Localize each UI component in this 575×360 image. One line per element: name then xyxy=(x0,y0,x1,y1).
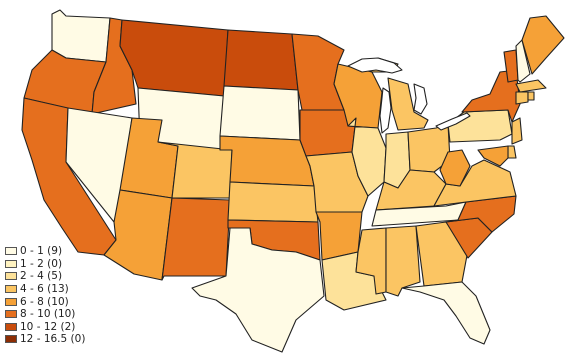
state-mt xyxy=(119,19,229,97)
state-il xyxy=(347,117,387,197)
legend-label: 8 - 10 (10) xyxy=(20,308,76,321)
state-shapes xyxy=(21,9,565,353)
state-ga xyxy=(415,221,469,287)
state-nm xyxy=(161,197,231,281)
state-ct xyxy=(515,91,529,105)
lake-michigan xyxy=(379,87,392,134)
lake-erie xyxy=(435,112,471,131)
legend-label: 6 - 8 (10) xyxy=(20,295,69,308)
legend-swatch xyxy=(5,310,17,319)
legend-label: 12 - 16.5 (0) xyxy=(20,333,86,346)
legend-row: 6 - 8 (10) xyxy=(5,295,85,308)
legend-label: 0 - 1 (9) xyxy=(20,245,63,258)
state-de xyxy=(507,145,517,159)
lake-superior xyxy=(347,57,403,74)
legend-label: 4 - 6 (13) xyxy=(20,283,69,296)
state-wv xyxy=(439,149,471,187)
state-nj xyxy=(511,117,523,145)
state-sd xyxy=(219,85,301,141)
legend-label: 1 - 2 (0) xyxy=(20,257,63,270)
legend-label: 2 - 4 (5) xyxy=(20,270,63,283)
legend-swatch xyxy=(5,259,17,268)
legend-swatch xyxy=(5,297,17,306)
legend-row: 12 - 16.5 (0) xyxy=(5,333,85,346)
state-al xyxy=(385,225,421,297)
state-nh xyxy=(515,39,531,83)
state-ne xyxy=(219,135,315,187)
legend-row: 0 - 1 (9) xyxy=(5,245,85,258)
state-ma xyxy=(515,79,547,93)
legend-swatch xyxy=(5,247,17,256)
state-tx xyxy=(191,227,325,353)
legend-swatch xyxy=(5,285,17,294)
legend-row: 1 - 2 (0) xyxy=(5,258,85,271)
state-fl xyxy=(401,281,491,345)
legend-swatch xyxy=(5,272,17,281)
state-pa xyxy=(447,109,513,143)
map-legend: 0 - 1 (9)1 - 2 (0)2 - 4 (5)4 - 6 (13)6 -… xyxy=(5,245,85,346)
state-nd xyxy=(223,29,299,91)
lake-huron xyxy=(413,83,428,115)
legend-label: 10 - 12 (2) xyxy=(20,320,76,333)
great-lakes xyxy=(347,57,471,134)
state-me xyxy=(521,15,565,75)
state-md xyxy=(477,145,509,167)
legend-row: 2 - 4 (5) xyxy=(5,270,85,283)
state-ri xyxy=(527,91,535,101)
state-wa xyxy=(51,9,111,63)
state-ks xyxy=(227,181,319,223)
legend-row: 10 - 12 (2) xyxy=(5,321,85,334)
legend-swatch xyxy=(5,335,17,344)
legend-swatch xyxy=(5,322,17,331)
legend-row: 4 - 6 (13) xyxy=(5,283,85,296)
state-va xyxy=(433,159,517,207)
legend-row: 8 - 10 (10) xyxy=(5,308,85,321)
